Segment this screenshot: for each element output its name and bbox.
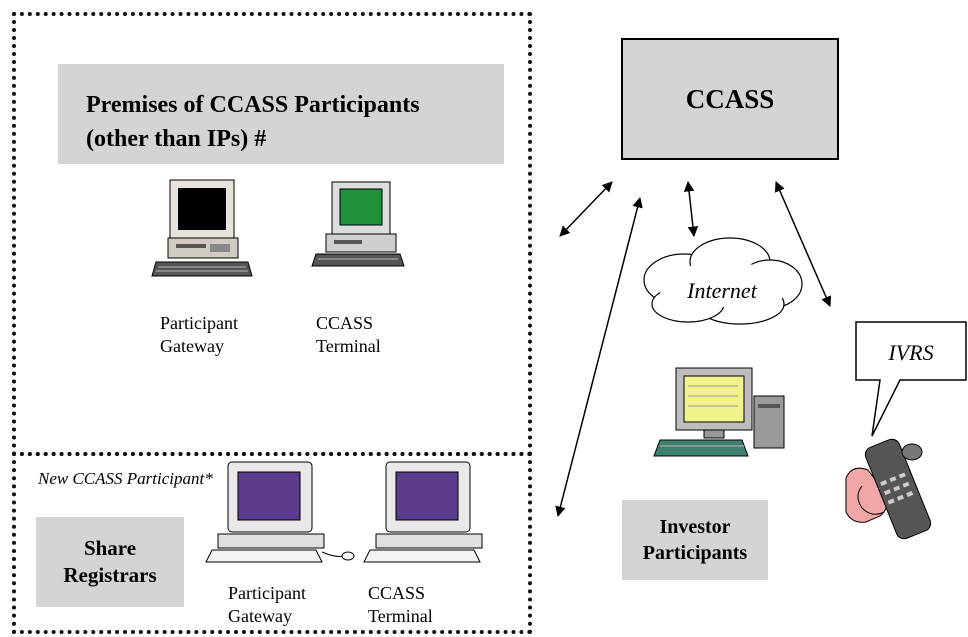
- investor-line2: Participants: [642, 542, 748, 564]
- investor-computer-icon: [653, 367, 785, 457]
- new-gateway-line2: Gateway: [228, 606, 292, 626]
- new-terminal-line2: Terminal: [368, 606, 433, 626]
- share-registrars-label: Share Registrars: [36, 535, 184, 589]
- new-terminal-line1: CCASS: [368, 583, 426, 603]
- internet-label: Internet: [686, 278, 758, 303]
- premises-gateway-computer-icon: [151, 179, 253, 277]
- arrow-registrars-ccass: [555, 196, 643, 518]
- new-gateway-caption: Participant Gateway: [228, 582, 306, 628]
- premises-title-line2: (other than IPs) #: [86, 126, 267, 152]
- arrow-internet-ccass: [683, 180, 699, 238]
- premises-terminal-line2: Terminal: [316, 336, 381, 356]
- premises-title-box: Premises of CCASS Participants (other th…: [58, 64, 504, 164]
- new-gateway-computer-icon: [205, 461, 355, 563]
- ccass-box: CCASS: [621, 38, 839, 160]
- investor-participants-box: Investor Participants: [622, 500, 768, 580]
- premises-terminal-caption: CCASS Terminal: [316, 312, 381, 358]
- new-terminal-computer-icon: [363, 461, 483, 563]
- premises-gateway-caption: Participant Gateway: [160, 312, 238, 358]
- investor-line1: Investor: [659, 516, 731, 538]
- share-registrars-line1: Share: [83, 536, 137, 560]
- new-gateway-line1: Participant: [228, 583, 306, 603]
- premises-title-line1: Premises of CCASS Participants: [86, 92, 420, 118]
- share-registrars-line2: Registrars: [63, 563, 157, 587]
- ccass-label: CCASS: [685, 84, 775, 114]
- premises-terminal-computer-icon: [311, 181, 405, 267]
- new-participant-region: [12, 452, 532, 634]
- internet-cloud: [643, 237, 803, 325]
- new-terminal-caption: CCASS Terminal: [368, 582, 433, 628]
- premises-gateway-line2: Gateway: [160, 336, 224, 356]
- phone-icon: [845, 438, 932, 540]
- ivrs-label: IVRS: [887, 340, 933, 365]
- share-registrars-box: Share Registrars: [36, 517, 184, 607]
- investor-participants-label: Investor Participants: [622, 514, 768, 566]
- premises-title: Premises of CCASS Participants (other th…: [86, 88, 420, 156]
- new-participant-label: New CCASS Participant*: [38, 469, 213, 488]
- arrow-ivrs-ccass: [774, 181, 832, 307]
- arrow-premises-ccass: [559, 181, 613, 237]
- premises-gateway-line1: Participant: [160, 313, 238, 333]
- premises-terminal-line1: CCASS: [316, 313, 374, 333]
- ivrs-bubble: [855, 321, 967, 437]
